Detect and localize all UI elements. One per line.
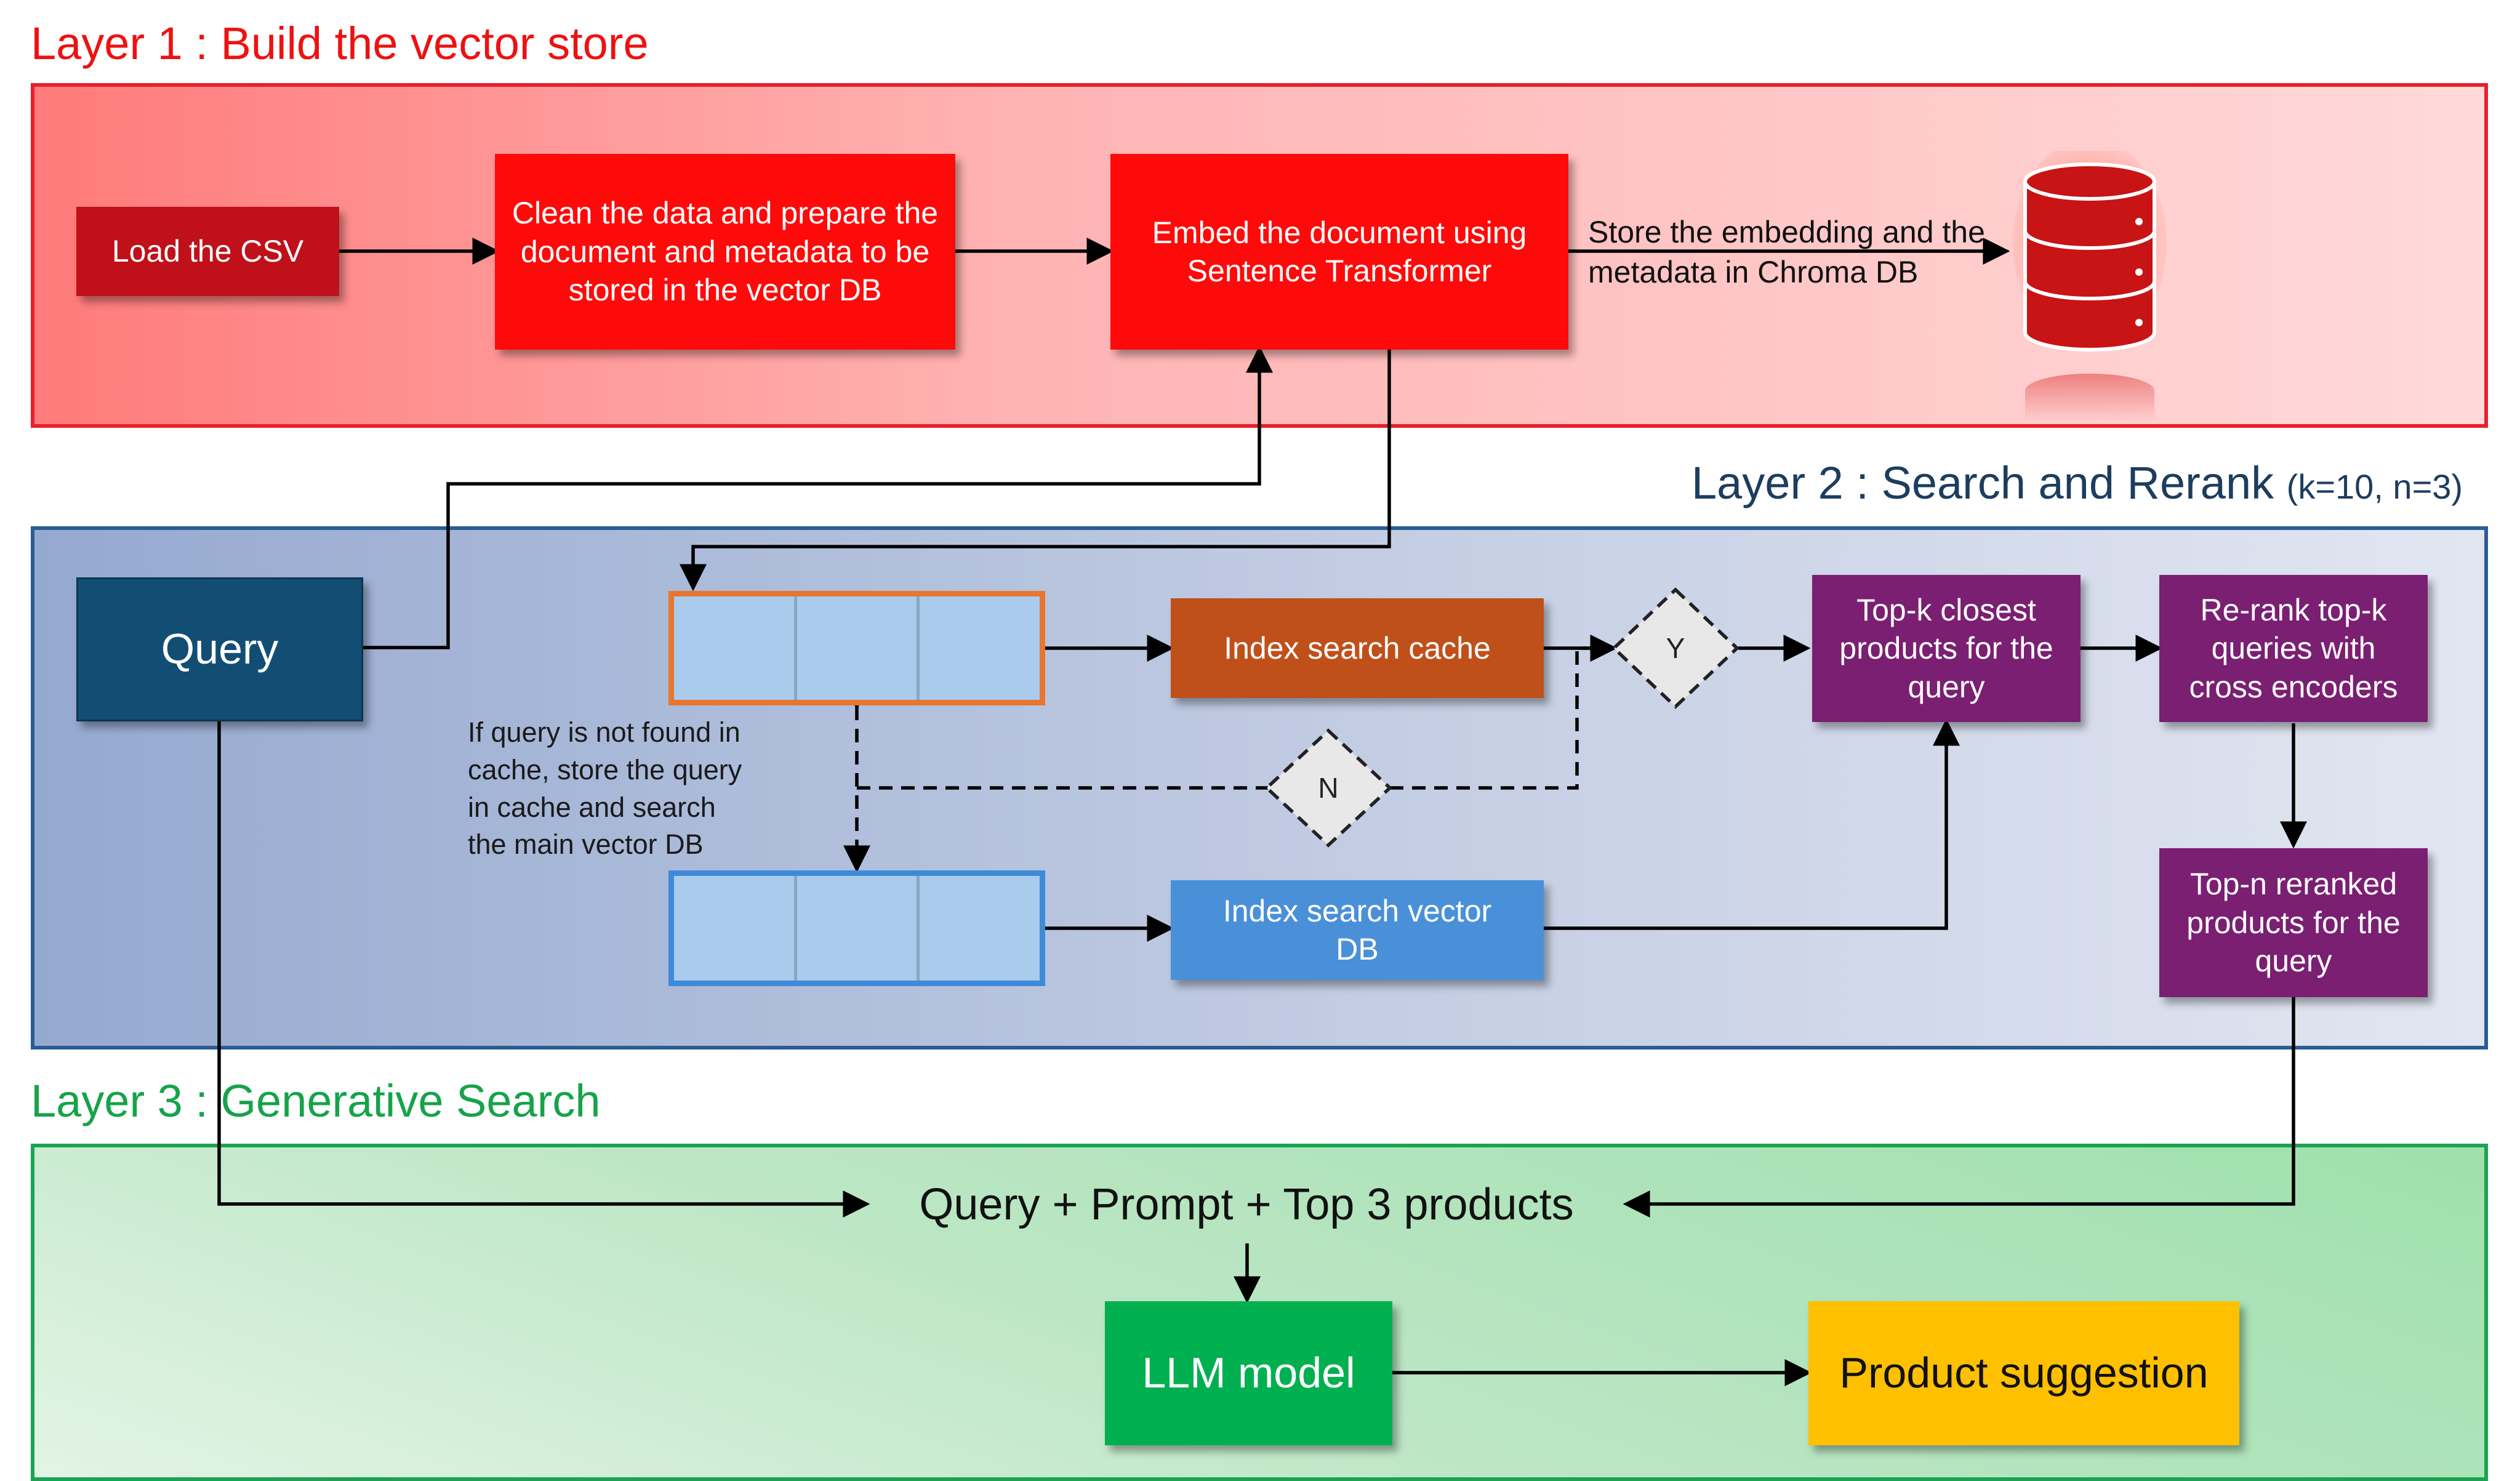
load-csv-box: Load the CSV bbox=[76, 207, 339, 296]
index-search-cache-box: Index search cache bbox=[1171, 598, 1544, 698]
cache-cell bbox=[674, 596, 797, 700]
layer1-title: Layer 1 : Build the vector store bbox=[31, 18, 649, 69]
query-box: Query bbox=[76, 577, 363, 721]
rerank-box: Re-rank top-k queries with cross encoder… bbox=[2159, 575, 2428, 722]
product-suggestion-box: Product suggestion bbox=[1808, 1301, 2239, 1445]
vector-cell bbox=[797, 876, 920, 981]
embed-box: Embed the document using Sentence Transf… bbox=[1110, 154, 1568, 350]
layer2-title-text: Layer 2 : Search and Rerank bbox=[1691, 457, 2274, 508]
decision-no-diamond bbox=[1264, 728, 1393, 848]
vector-cell bbox=[920, 876, 1040, 981]
cache-cell bbox=[797, 596, 920, 700]
arrow-topn-to-prompt bbox=[1623, 997, 2295, 1218]
arrow-query-to-embed bbox=[363, 345, 1273, 649]
arrow-query-to-prompt bbox=[217, 721, 870, 1218]
cache-miss-note: If query is not found in cache, store th… bbox=[468, 716, 742, 861]
query-cache-store bbox=[668, 591, 1045, 705]
arrow-embed-to-cache bbox=[680, 349, 1391, 592]
vector-db-store bbox=[668, 870, 1045, 986]
layer2-title: Layer 2 : Search and Rerank (k=10, n=3) bbox=[1691, 460, 2463, 506]
decision-yes-diamond bbox=[1611, 587, 1740, 709]
line-index-to-n bbox=[1390, 635, 1618, 790]
topk-box: Top-k closest products for the query bbox=[1812, 575, 2081, 722]
store-label: Store the embedding and the metadata in … bbox=[1588, 215, 1985, 289]
llm-model-box: LLM model bbox=[1105, 1301, 1392, 1445]
database-icon bbox=[2013, 151, 2167, 422]
layer2-params: (k=10, n=3) bbox=[2286, 467, 2463, 506]
prompt-label: Query + Prompt + Top 3 products bbox=[919, 1180, 1574, 1229]
layer3-title: Layer 3 : Generative Search bbox=[31, 1075, 601, 1126]
index-search-vector-box: Index search vector DB bbox=[1171, 880, 1544, 980]
clean-data-box: Clean the data and prepare the document … bbox=[495, 154, 955, 350]
vector-cell bbox=[674, 876, 797, 981]
cache-cell bbox=[920, 596, 1040, 700]
arrow-index-vector-to-topk bbox=[1544, 718, 1960, 930]
topn-box: Top-n reranked products for the query bbox=[2159, 848, 2428, 997]
